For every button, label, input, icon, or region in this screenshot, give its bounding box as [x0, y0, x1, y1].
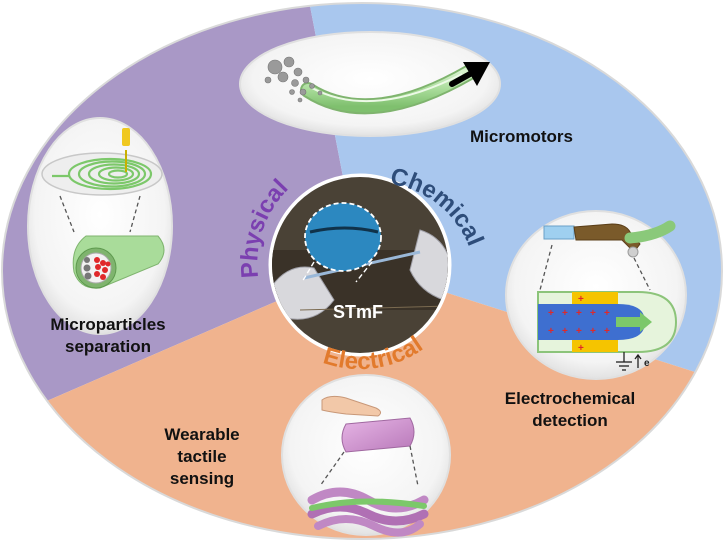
wearable-inset — [281, 374, 451, 537]
flow-arrow-icon — [616, 312, 652, 332]
finger-icon — [321, 395, 382, 417]
wearable-label-line3: sensing — [170, 469, 234, 488]
charge-mark: + — [548, 326, 554, 337]
arrow-head-icon — [463, 62, 490, 86]
charge-mark: + — [604, 308, 610, 319]
woven-fabric — [307, 487, 429, 537]
micromotors-inset — [239, 31, 501, 137]
electrochem-label-line1: Electrochemical — [505, 389, 635, 408]
inlet-needle-icon — [122, 128, 130, 146]
charge-mark: + — [562, 326, 568, 337]
stmf-center-image — [268, 173, 452, 357]
separation-label-line2: separation — [65, 337, 151, 356]
separation-inset — [27, 117, 173, 335]
gas-bubble-cluster — [264, 56, 323, 103]
fluid-column — [538, 304, 645, 340]
wearable-label-line2: tactile — [177, 447, 226, 466]
electrochem-label-line2: detection — [532, 411, 608, 430]
separation-label-line1: Microparticles — [50, 315, 165, 334]
electron-label: e — [644, 358, 650, 369]
charge-mark: + — [590, 326, 596, 337]
charge-mark: + — [578, 343, 584, 354]
charge-mark: + — [604, 326, 610, 337]
charge-mark: + — [576, 308, 582, 319]
electrode-bottom — [572, 340, 618, 352]
ground-icon — [616, 352, 642, 371]
charge-mark: + — [590, 308, 596, 319]
particle-cluster — [83, 257, 111, 280]
motion-arrow — [449, 71, 473, 87]
fabric-patch — [341, 417, 415, 453]
charge-mark: + — [548, 308, 554, 319]
magnified-view — [304, 202, 382, 272]
electrochem-inset: + + + + + + + + + + + + e — [505, 210, 687, 380]
micromotors-label: Micromotors — [470, 127, 573, 146]
charge-mark: + — [576, 326, 582, 337]
wearable-label-line1: Wearable — [164, 425, 239, 444]
fiber-segment-blue — [543, 225, 575, 240]
charge-mark: + — [578, 294, 584, 305]
center-label: STmF — [333, 302, 383, 322]
charge-mark: + — [562, 308, 568, 319]
electrode-top — [572, 292, 618, 304]
